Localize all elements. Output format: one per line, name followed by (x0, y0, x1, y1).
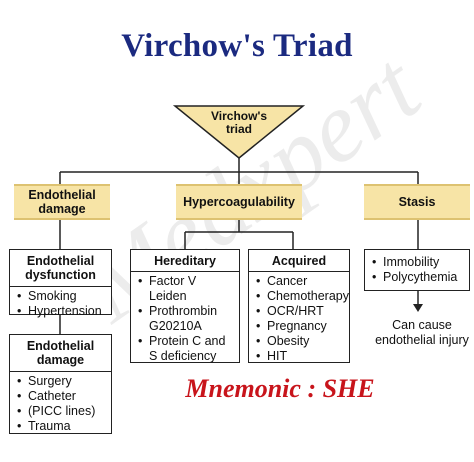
list-item: Chemotherapy (255, 289, 349, 304)
list-item: HIT (255, 349, 343, 364)
list-item: (PICC lines) (16, 404, 105, 419)
category-endothelial-damage: Endothelial damage (14, 184, 110, 220)
stasis-box: Immobility Polycythemia (364, 249, 470, 291)
endothelial-dysfunction-box: Endothelial dysfunction Smoking Hyperten… (9, 249, 112, 319)
list-item: Cancer (255, 274, 343, 289)
list-item: Polycythemia (371, 270, 463, 285)
root-label: Virchow's triad (211, 109, 267, 136)
divider (249, 271, 349, 273)
list-item: Obesity (255, 334, 343, 349)
divider (10, 370, 111, 372)
list-item: Pregnancy (255, 319, 343, 334)
endothelial-damage-box: Endothelial damage Surgery Catheter (PIC… (9, 334, 112, 434)
category-stasis: Stasis (364, 184, 470, 220)
root-triangle (172, 105, 306, 159)
box-title: Endothelial dysfunction (25, 254, 96, 283)
acquired-box: Acquired Cancer Chemotherapy OCR/HRT Pre… (248, 249, 350, 364)
box-title: Acquired (271, 254, 327, 268)
list-item: Smoking (16, 289, 105, 304)
list-item: Immobility (371, 255, 463, 270)
list-item: Surgery (16, 374, 105, 389)
divider (10, 285, 111, 287)
page-title: Virchow's Triad (121, 28, 353, 64)
list-item: OCR/HRT (255, 304, 343, 319)
divider (131, 271, 239, 273)
category-hypercoagulability: Hypercoagulability (176, 184, 302, 220)
box-title: Hereditary (154, 254, 216, 268)
mnemonic-text: Mnemonic : SHE (185, 374, 375, 403)
list-item: Hypertension (16, 304, 105, 319)
stasis-effect-text: Can cause endothelial injury (375, 318, 469, 347)
list-item: Catheter (16, 389, 105, 404)
list-item: Trauma (16, 419, 105, 434)
box-title: Endothelial damage (26, 339, 95, 368)
arrow-down-icon (413, 304, 423, 312)
